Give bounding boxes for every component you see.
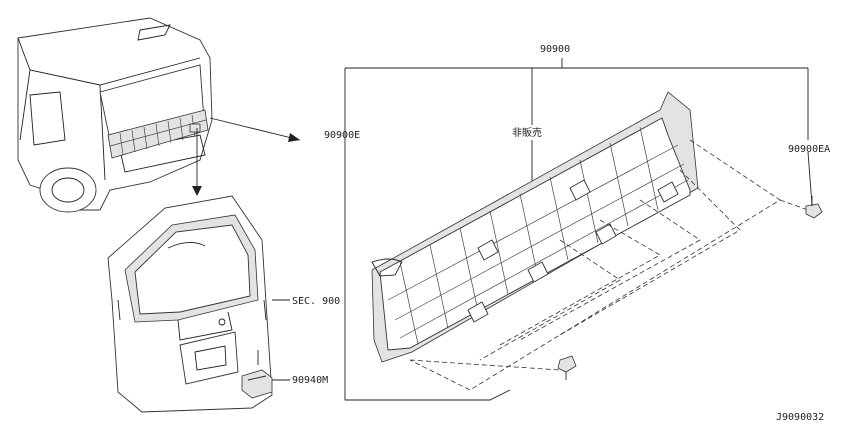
assembly-bracket-frame bbox=[344, 58, 813, 401]
back-door-illustration bbox=[107, 195, 273, 413]
vehicle-rear-illustration bbox=[17, 17, 213, 213]
vehicle-arrows bbox=[192, 117, 301, 196]
label-90900ea: 90900EA bbox=[788, 144, 830, 155]
installed-trim-grid bbox=[107, 109, 209, 159]
drawing-id: J9090032 bbox=[776, 412, 824, 423]
label-90900: 90900 bbox=[540, 44, 570, 55]
clip-marker bbox=[189, 123, 201, 133]
label-90940m: 90940M bbox=[292, 375, 328, 386]
label-not-for-sale: 非販売 bbox=[512, 126, 542, 139]
bracket-90940m bbox=[241, 350, 273, 399]
projection-lines bbox=[409, 139, 809, 391]
label-90900e: 90900E bbox=[324, 130, 360, 141]
clip-lower bbox=[557, 355, 577, 380]
trim-panel-illustration bbox=[371, 91, 699, 363]
clip-90900ea bbox=[805, 196, 823, 219]
label-sec-900: SEC. 900 bbox=[292, 296, 340, 307]
